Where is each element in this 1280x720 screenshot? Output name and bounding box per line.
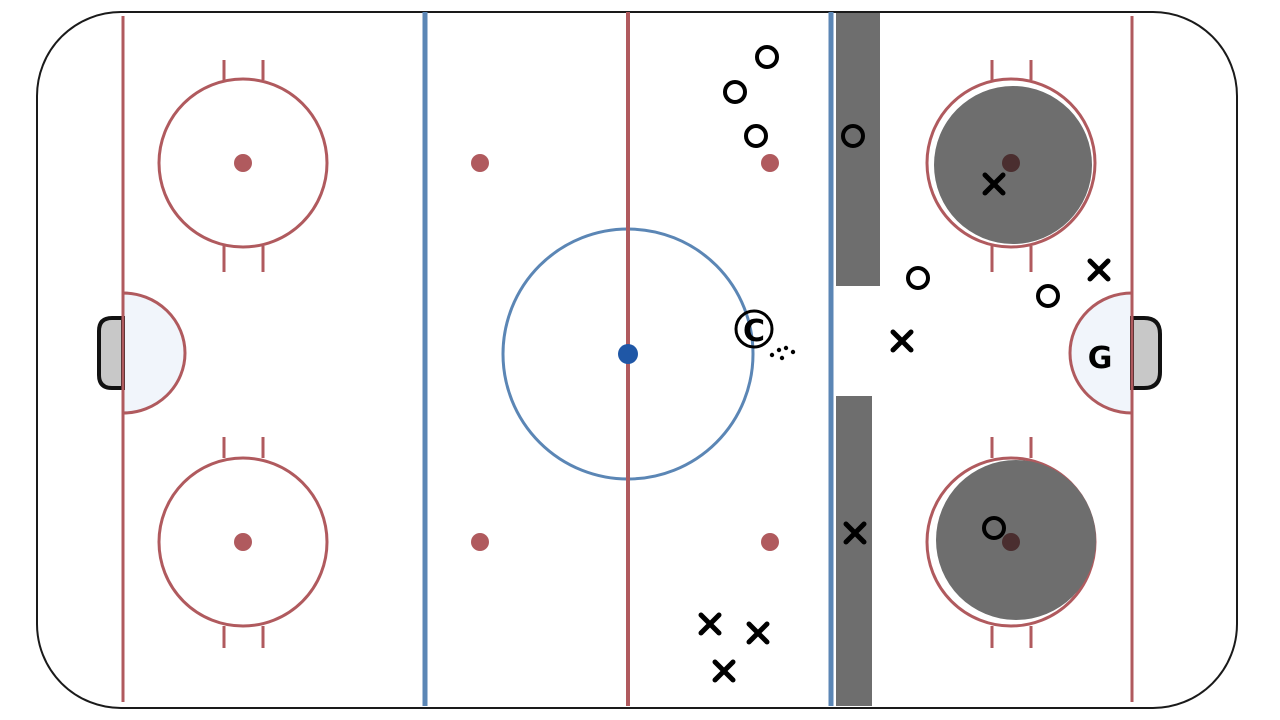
center-faceoff-dot bbox=[618, 344, 638, 364]
player-x bbox=[712, 659, 736, 683]
shaded-lane-upper bbox=[836, 13, 880, 286]
player-o bbox=[1036, 284, 1060, 308]
player-o bbox=[906, 266, 930, 290]
right-bottom-faceoff-circle bbox=[925, 437, 1097, 648]
player-x bbox=[843, 521, 867, 545]
player-o bbox=[744, 124, 768, 148]
player-x bbox=[890, 329, 914, 353]
player-x bbox=[982, 172, 1006, 196]
puck-cluster bbox=[769, 345, 796, 361]
player-o bbox=[755, 45, 779, 69]
coach-label: C bbox=[743, 314, 765, 349]
neutral-dot-bottom-right bbox=[761, 533, 779, 551]
player-o bbox=[723, 80, 747, 104]
left-goal-crease bbox=[121, 291, 187, 415]
left-bottom-faceoff-circle bbox=[157, 437, 329, 648]
goalie-label: G bbox=[1088, 341, 1113, 376]
right-goal-crease bbox=[1068, 291, 1134, 415]
coach-marker: C bbox=[734, 309, 774, 349]
right-top-faceoff-circle bbox=[925, 60, 1097, 272]
left-net bbox=[97, 316, 125, 390]
shaded-lane-lower bbox=[836, 396, 872, 706]
player-x bbox=[698, 612, 722, 636]
player-o bbox=[841, 124, 865, 148]
neutral-dot-bottom-left bbox=[471, 533, 489, 551]
left-top-faceoff-circle bbox=[157, 60, 329, 272]
player-x bbox=[1087, 258, 1111, 282]
player-o bbox=[982, 516, 1006, 540]
player-x bbox=[746, 621, 770, 645]
right-net bbox=[1130, 316, 1162, 390]
neutral-dot-top-right bbox=[761, 154, 779, 172]
neutral-dot-top-left bbox=[471, 154, 489, 172]
